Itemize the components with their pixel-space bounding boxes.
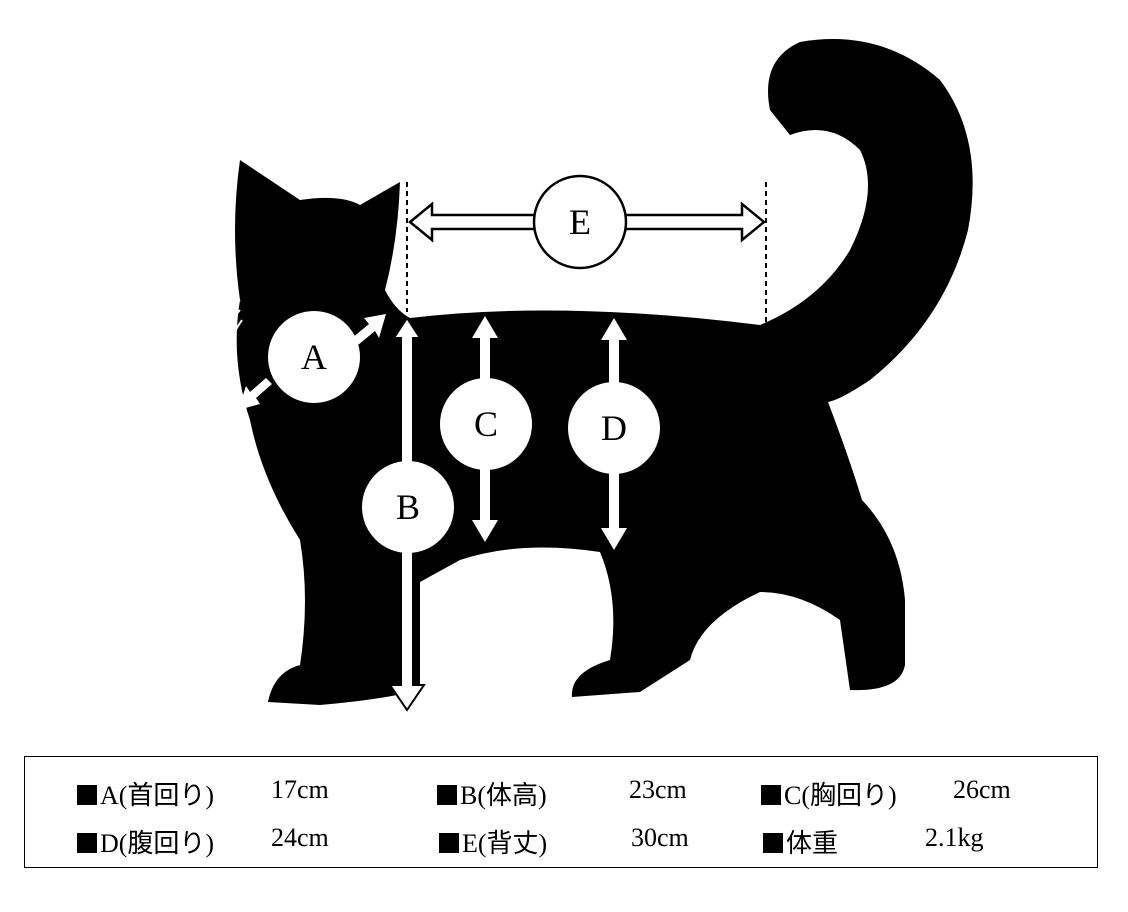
arrow-a-upper [352,314,386,345]
measurement-value: 2.1kg [925,823,984,852]
measurement-value: 26cm [953,775,1011,804]
measurement-d: D(腹回り) 24cm [77,823,329,860]
measurement-label: B(体高) [460,781,547,810]
svg-text:C: C [474,404,498,444]
svg-text:A: A [301,337,327,377]
svg-text:D: D [601,408,627,448]
marker-a: A [268,311,360,403]
measurement-c: C(胸回り) 26cm [761,775,1011,812]
measurement-weight: 体重 2.1kg [763,823,984,860]
measurement-value: 24cm [271,823,329,852]
measurement-table: A(首回り) 17cm B(体高) 23cm C(胸回り) 26cm D(腹回り) 24… [24,756,1098,868]
measurement-value: 23cm [629,775,687,804]
marker-b: B [362,461,454,553]
measurement-label: 体重 [786,829,839,858]
marker-d: D [568,382,660,474]
measurement-value: 30cm [631,823,689,852]
measurement-e: E(背丈) 30cm [439,823,689,860]
svg-text:B: B [396,487,420,527]
marker-e: E [532,174,628,270]
arrow-a-lower [238,378,272,410]
measurement-b: B(体高) 23cm [437,775,687,812]
whiskers [199,299,243,376]
measurement-label: E(背丈) [462,829,548,858]
marker-c: C [440,378,532,470]
measurement-a: A(首回り) 17cm [77,775,329,812]
back-length-guides [406,182,767,326]
measurement-label: D(腹回り) [100,829,215,858]
svg-text:E: E [569,202,591,242]
measurement-label: A(首回り) [100,781,215,810]
measurement-value: 17cm [271,775,329,804]
measurement-label: C(胸回り) [784,781,897,810]
